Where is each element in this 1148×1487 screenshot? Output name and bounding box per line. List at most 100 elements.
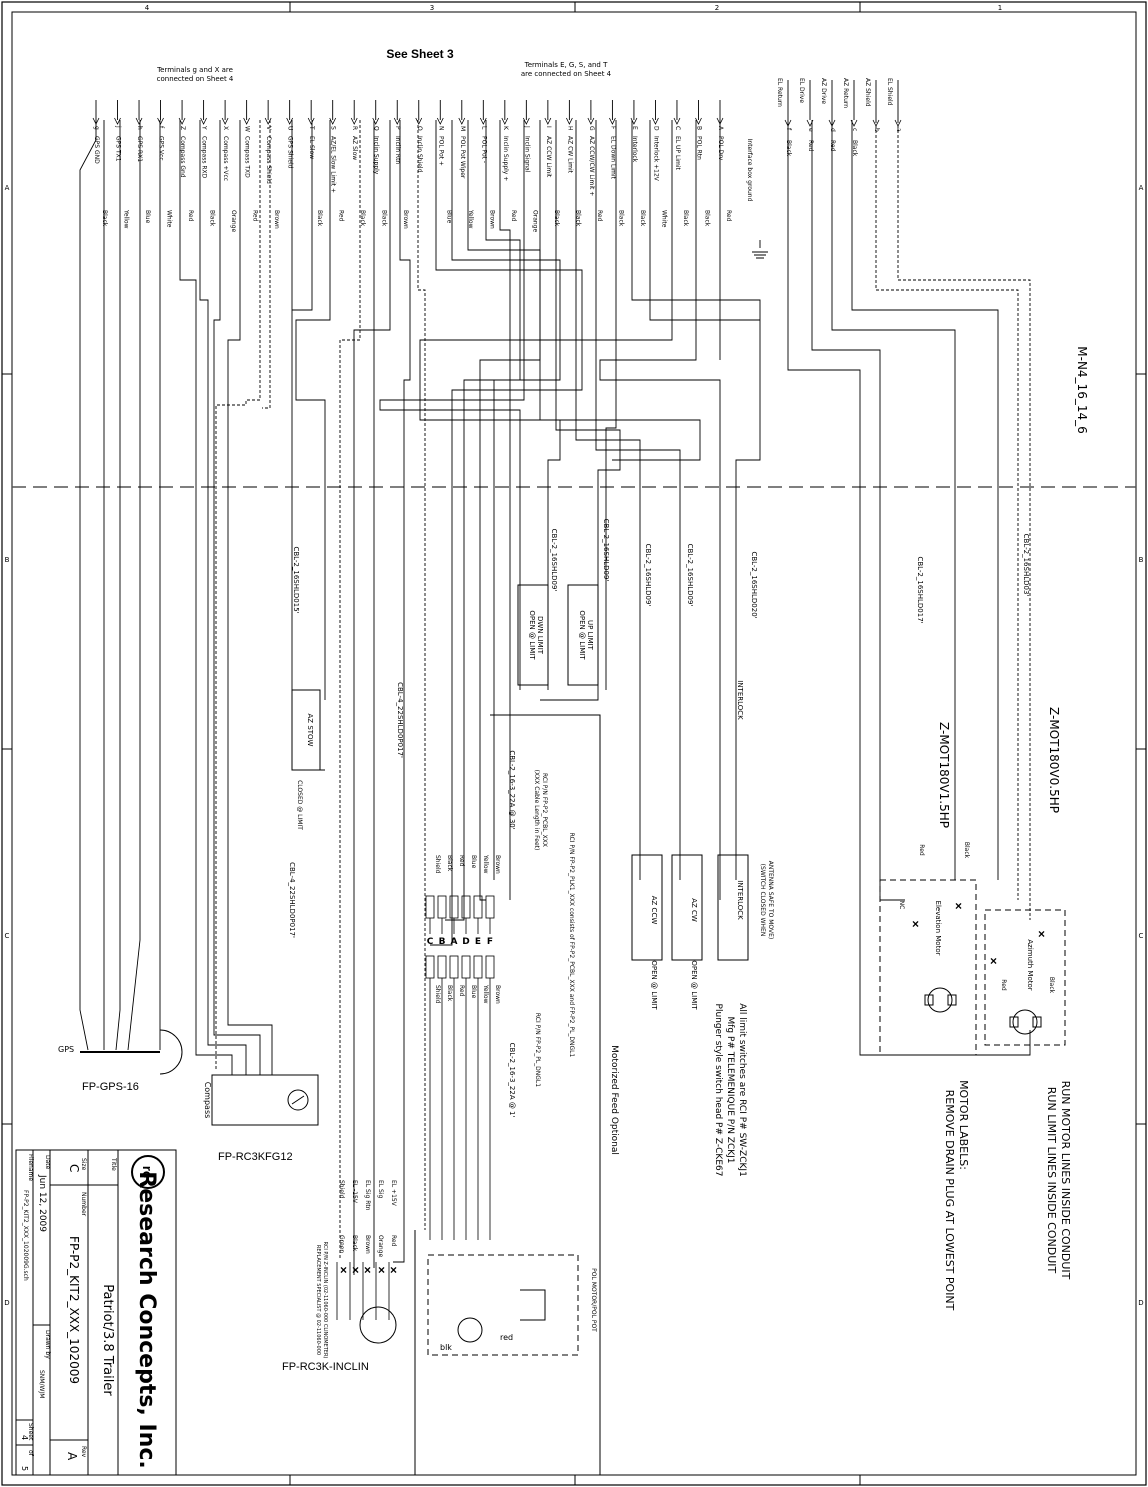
terminal-label: Compass RXD <box>201 136 208 179</box>
limit-note-1: All limit switches are RCI P# SW-ZCKJ1 <box>737 1003 747 1177</box>
feed-wire-color: Red <box>458 855 465 867</box>
motorized-feed-block <box>414 714 601 1475</box>
terminal-wire-color: Orange <box>531 210 538 232</box>
motor-red-label: Red <box>1000 979 1007 991</box>
terminal-id: V <box>265 126 272 131</box>
number-label: Number <box>80 1192 87 1217</box>
filename-label: Filename <box>27 1154 34 1181</box>
of-label: of <box>27 1450 34 1457</box>
terminal-wire-color: Black <box>316 210 323 227</box>
inclin-signal-label: EL -15V <box>351 1180 358 1204</box>
drawn-value: SNM/WJM <box>38 1370 45 1398</box>
motor-terminal-id: f <box>785 128 792 131</box>
motor-terminal-label: EL Drive <box>798 78 805 103</box>
terminal-id: g <box>93 126 100 130</box>
terminal-wire-color: Brown <box>273 210 280 229</box>
terminal-label: Interlock <box>631 136 638 163</box>
zone-col-label: 2 <box>715 4 719 12</box>
cable-label-az-stow: CBL-2_16SHLD015' <box>292 546 300 613</box>
zone-row-label: A <box>5 184 10 192</box>
cable-label-feed-2: CBL-2_16-3_22A @ 1' <box>508 1043 516 1118</box>
terminal-label: Interlock +12V <box>652 136 659 182</box>
terminal-label: AZ CCW/CW Limit + <box>588 136 595 196</box>
feed-connector-letter: E <box>475 937 481 947</box>
wiring <box>79 120 1031 1275</box>
gps-device <box>80 1029 183 1075</box>
gps-word: GPS <box>58 1045 74 1054</box>
zone-row-label: C <box>5 932 10 940</box>
date-value: Jun 12, 2009 <box>37 1174 47 1232</box>
limit-note-2: Mfg P# TELEMENIQUE P/N ZCKJ1 <box>725 1016 735 1163</box>
terminal-wire-color: Black <box>639 210 646 227</box>
interlock-switch: INTERLOCK <box>736 880 744 920</box>
motor-terminal-label: EL Shield <box>886 78 893 106</box>
terminal-id: W <box>244 126 251 132</box>
drawing-id: M-N4_16_14_6 <box>1075 346 1089 433</box>
motor-terminal-id: d <box>829 128 836 132</box>
interlock-switch-label: INTERLOCK <box>736 680 744 720</box>
motor-nc-label: NC <box>898 901 905 910</box>
terminal-label: GPS Shield <box>287 136 294 169</box>
terminal-id: N <box>437 126 444 131</box>
inclin-note-2: REPLACEMENT SPECIALIST @ 02-11060-000 <box>315 1245 321 1355</box>
feed-connector-letter: C <box>427 937 434 947</box>
rev-label: Rev <box>80 1446 87 1458</box>
compass-word: Compass <box>203 1082 212 1119</box>
zone-row-label: A <box>1139 184 1144 192</box>
terminal-label: GPS Vcc <box>158 136 165 161</box>
motor-black-label: Black <box>1048 977 1055 994</box>
terminal-wire-color: White <box>660 210 667 228</box>
cable-label-feed-1: CBL-2_16-3_22A @ 30' <box>508 750 516 829</box>
drawn-label: Drawn by <box>44 1330 51 1359</box>
feed-connector-letter: A <box>451 937 458 947</box>
x-mark: × <box>912 917 919 931</box>
feed-pn-1: RCI P/N FP-P2_PLK1_XXX consists of FP-P2… <box>568 833 575 1058</box>
terminal-wire-color: Black <box>574 210 581 227</box>
filename-value: FP-P2_KIT2_XXX_102009G.sch <box>22 1190 29 1281</box>
terminal-wire-color: White <box>166 210 173 228</box>
dwn-limit-switch: DWN LIMIT <box>536 616 544 655</box>
terminal-id: E <box>631 126 638 130</box>
terminal-wire-color: Black <box>682 210 689 227</box>
motor-terminal-label: EL Return <box>776 78 783 107</box>
terminal-label: Compass +Vcc <box>222 136 229 181</box>
terminal-label: EL Down Limit <box>609 136 616 179</box>
inclin-signal-label: Shield <box>338 1180 345 1199</box>
feed-pn-3: (XXX Cable Length in Feet) <box>533 770 540 851</box>
feed-wire-color: Brown <box>494 855 501 874</box>
terminal-wire-color: Black <box>617 210 624 227</box>
motor-terminal-label: AZ Drive <box>820 78 827 104</box>
az-cw-switch: AZ CW <box>690 898 698 922</box>
title-label: Title <box>110 1157 117 1171</box>
cable-label-interlock: CBL-2_16SHLD020' <box>750 551 758 618</box>
terminal-id: P <box>394 126 401 130</box>
rev-value: A <box>65 1452 79 1461</box>
drawing-title: Patriot/3.8 Trailer <box>100 1284 115 1396</box>
ground-icon <box>752 251 768 259</box>
cable-label-el-motor: CBL-2_16SHLD017' <box>916 556 924 623</box>
limit-note-3: Plunger style switch head P# Z-CKE67 <box>713 1004 723 1177</box>
terminal-note-right-1: Terminals E, G, S, and T <box>524 61 608 69</box>
zone-row-label: C <box>1139 932 1144 940</box>
company-name: Research Concepts, Inc. <box>134 1171 159 1468</box>
number-value: FP-P2_KIT2_XXX_102009 <box>67 1236 81 1384</box>
terminal-wire-color: Red <box>187 210 194 222</box>
terminal-id: R <box>351 126 358 130</box>
terminal-wire-color: Red <box>596 210 603 222</box>
sheet-value: 4 <box>20 1435 29 1440</box>
